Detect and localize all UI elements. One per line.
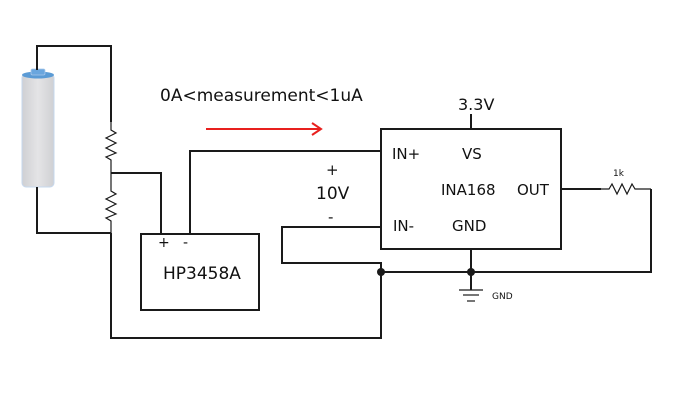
wire-in-plus bbox=[189, 150, 381, 234]
ground-label: GND bbox=[492, 292, 513, 302]
dmm-plus-label: + bbox=[158, 235, 170, 251]
junction-dot bbox=[467, 268, 475, 276]
pin-in-plus: IN+ bbox=[392, 145, 420, 163]
resistor-upper bbox=[104, 122, 118, 173]
pin-out: OUT bbox=[517, 181, 550, 199]
pin-vs: VS bbox=[462, 145, 482, 163]
dmm-box bbox=[140, 233, 260, 311]
wire-return bbox=[110, 233, 382, 339]
wire-in-minus bbox=[281, 226, 382, 272]
dmm-minus-label: - bbox=[183, 235, 188, 251]
wire-battery-bottom bbox=[36, 187, 111, 234]
ground-icon bbox=[459, 289, 483, 302]
source-plus-label: + bbox=[326, 161, 339, 179]
measurement-range-label: 0A<measurement<1uA bbox=[160, 86, 363, 106]
resistor-lower bbox=[104, 173, 118, 233]
battery-icon bbox=[21, 68, 55, 188]
source-voltage-label: 10V bbox=[316, 184, 350, 204]
resistor-1k bbox=[601, 182, 651, 196]
pin-in-minus: IN- bbox=[393, 217, 414, 235]
junction-dot bbox=[377, 268, 385, 276]
dmm-name: HP3458A bbox=[163, 264, 241, 284]
current-arrow-icon bbox=[206, 122, 323, 136]
pin-gnd: GND bbox=[452, 217, 486, 235]
supply-voltage-label: 3.3V bbox=[458, 95, 494, 114]
wire-battery-top bbox=[36, 45, 112, 122]
wire-divider-tap bbox=[111, 172, 162, 234]
ina-name: INA168 bbox=[441, 181, 496, 199]
source-minus-label: - bbox=[328, 208, 333, 226]
resistor-1k-label: 1k bbox=[613, 169, 625, 179]
ina168-box bbox=[380, 128, 562, 250]
